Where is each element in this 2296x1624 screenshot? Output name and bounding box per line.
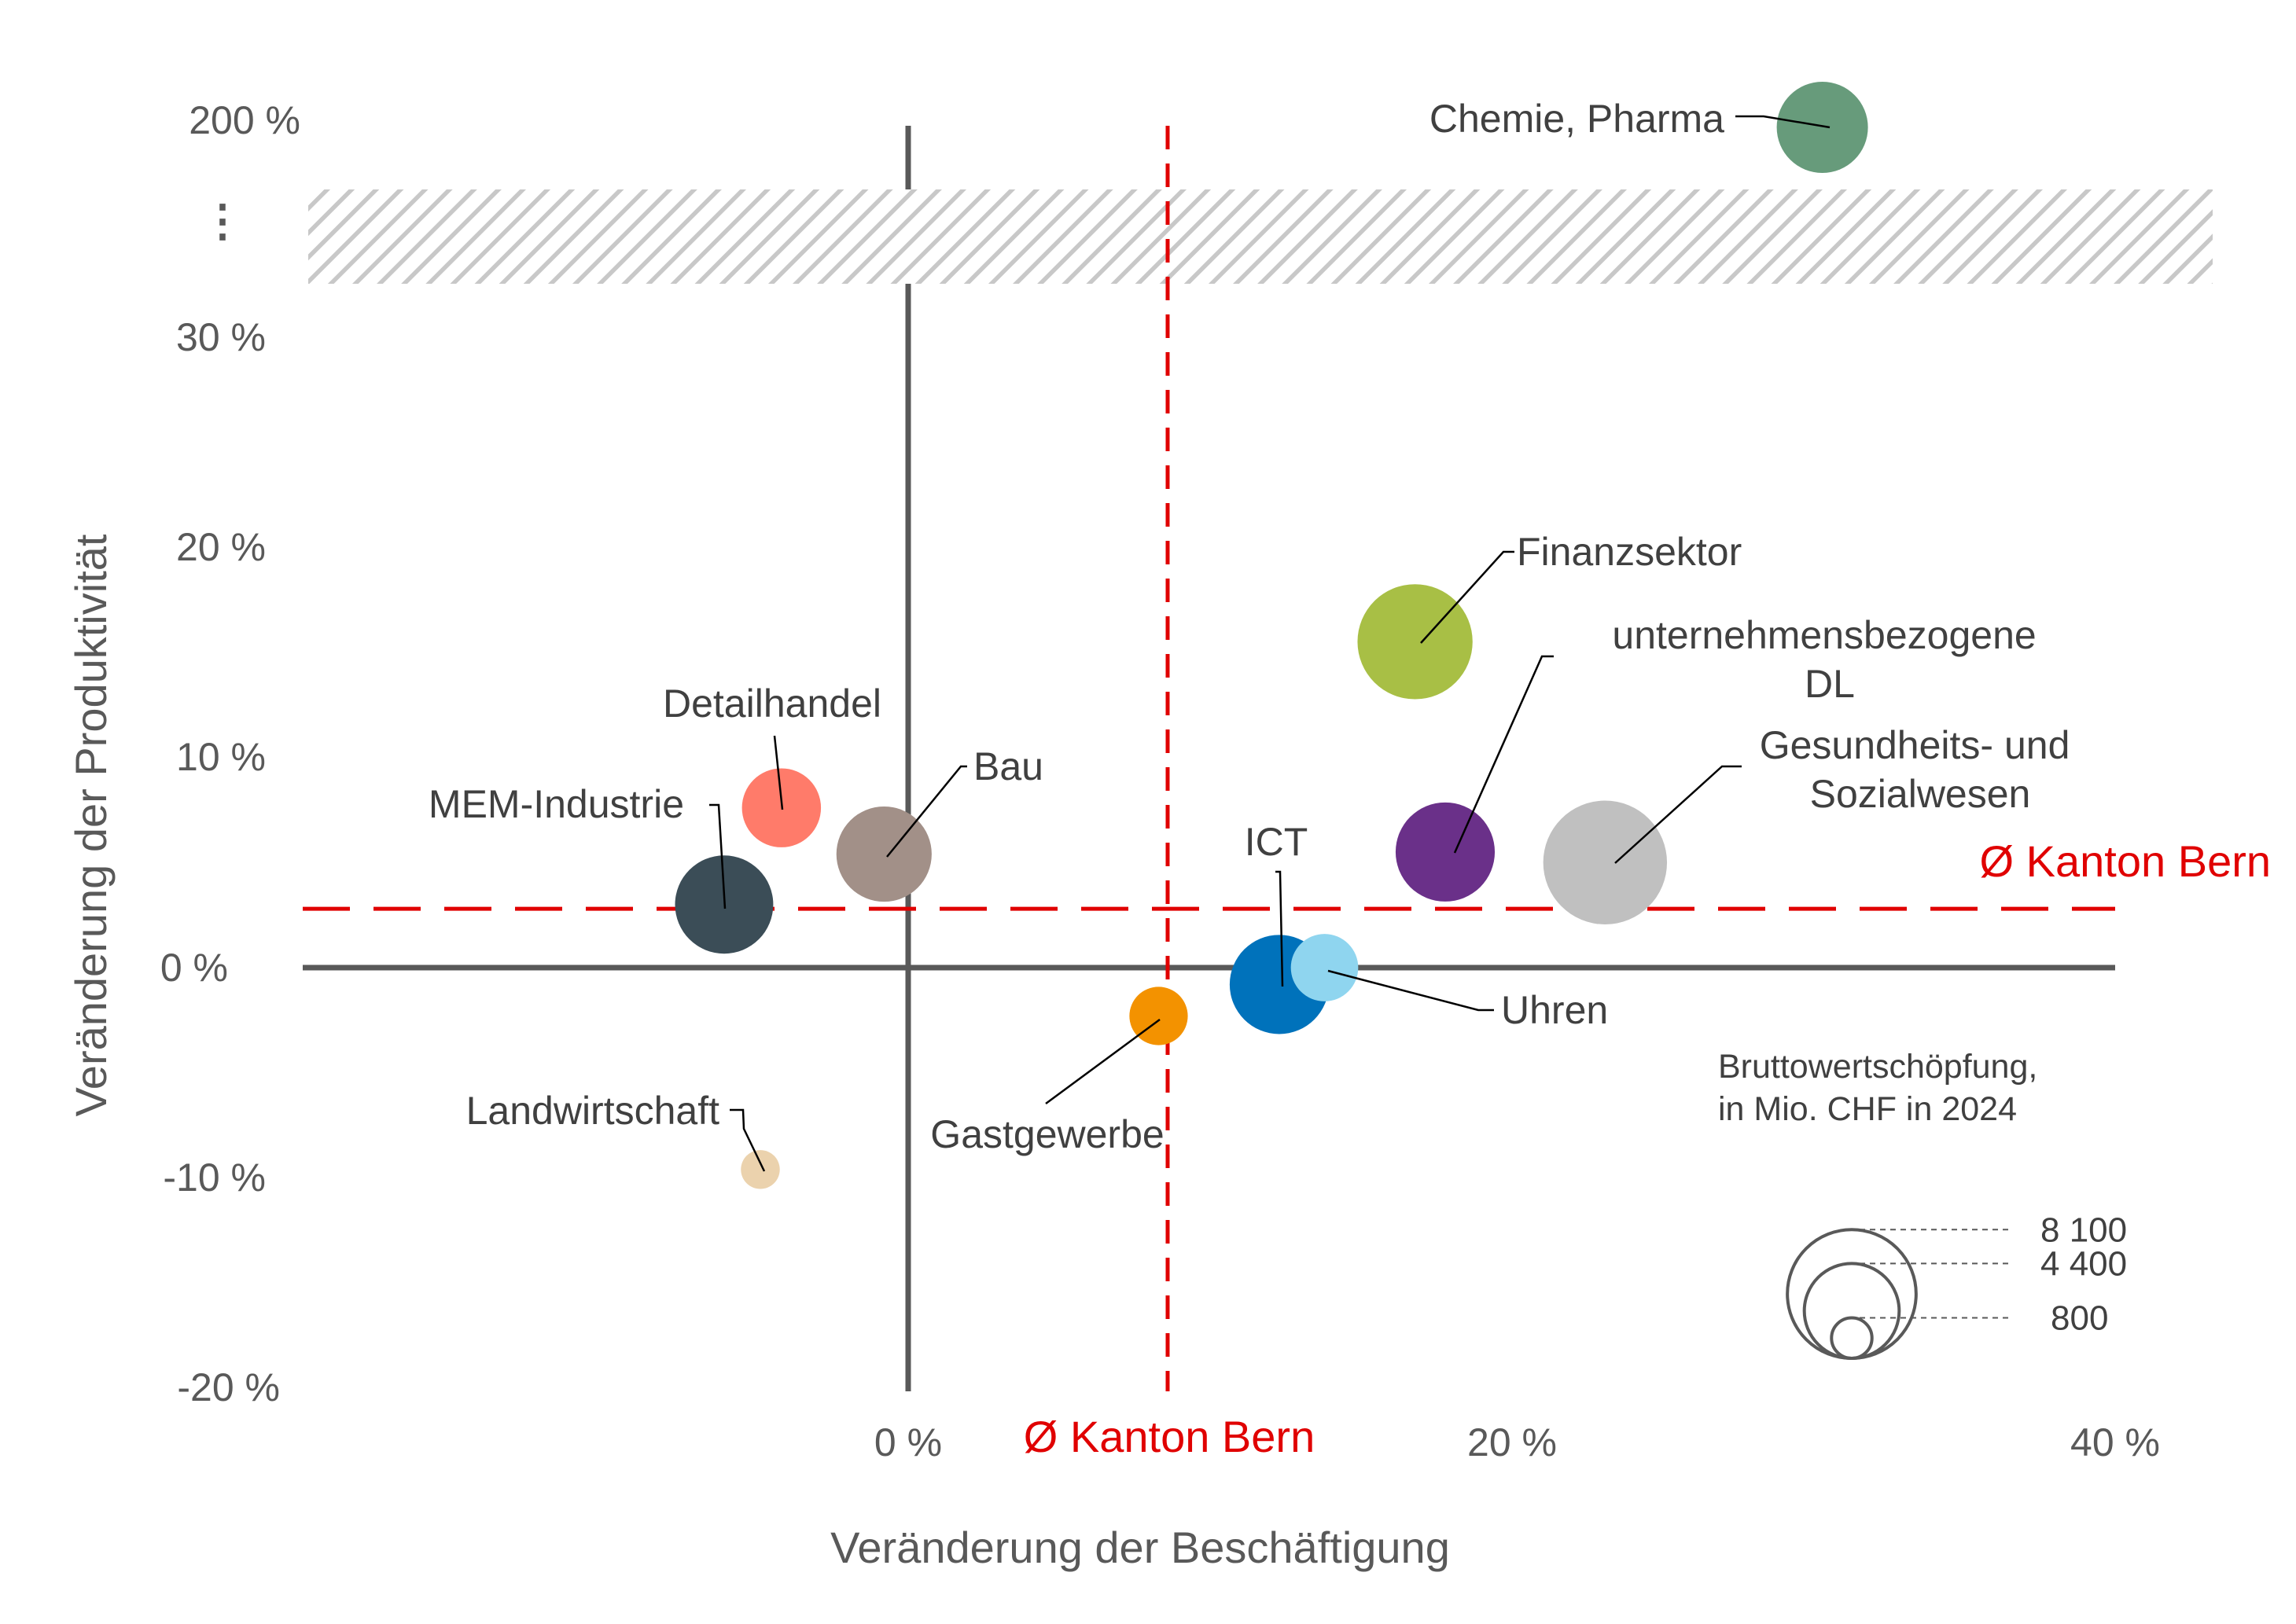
size-legend-circle-2 [1802, 1262, 1901, 1360]
leader-gesundheits-sozialwesen [1614, 765, 1742, 864]
size-legend-label-1: 8 100 [2040, 1211, 2127, 1249]
size-legend-label-2: 4 400 [2040, 1244, 2127, 1283]
label-finanzsektor: Finanzsektor [1517, 530, 1742, 574]
x-axis-title: Veränderung der Beschäftigung [830, 1523, 1450, 1572]
y-tick-200: 200 % [189, 98, 300, 142]
x-tick-20: 20 % [1467, 1420, 1557, 1464]
label-unternehmensbezogene-dl: unternehmensbezogene DL [1612, 613, 2047, 706]
y-tick-minus10: -10 % [163, 1156, 266, 1200]
label-detailhandel: Detailhandel [663, 682, 881, 726]
size-legend-circle-3 [1830, 1316, 1874, 1360]
average-productivity-label: Ø Kanton Bern [1980, 836, 2271, 886]
bubble-gesundheits-und-sozialwesen [1543, 800, 1668, 924]
label-ict: ICT [1245, 820, 1308, 864]
leader-landwirtschaft [730, 1108, 766, 1172]
label-uhren: Uhren [1501, 988, 1608, 1032]
label-landwirtschaft: Landwirtschaft [466, 1089, 719, 1133]
y-axis-title: Veränderung der Produktivität [66, 534, 116, 1116]
leader-bau [886, 765, 967, 858]
leader-lines [709, 115, 1831, 1172]
leader-unternehmensbezogene-dl [1453, 655, 1554, 854]
label-bau: Bau [973, 744, 1043, 788]
bubble-unternehmensbezogene-dl [1395, 802, 1496, 902]
leader-detailhandel [773, 735, 784, 810]
label-gesundheits-sozialwesen: Gesundheits- und Sozialwesen [1760, 723, 2081, 816]
y-tick-minus20: -20 % [177, 1365, 280, 1409]
y-axis-break-ellipsis: ⋮ [201, 196, 245, 245]
leader-finanzsektor [1420, 550, 1514, 644]
leader-mem-industrie [709, 803, 727, 909]
leader-ict [1275, 870, 1284, 987]
bubble-uhren [1290, 934, 1359, 1001]
size-legend: Bruttowertschöpfung, in Mio. CHF in 2024… [1718, 1048, 2127, 1361]
leader-uhren [1327, 969, 1494, 1012]
bubble-chemie-pharma [1776, 81, 1868, 174]
y-tick-30: 30 % [176, 315, 266, 359]
bubble-finanzsektor [1357, 584, 1473, 700]
bubble-layer [675, 81, 1868, 1189]
y-tick-0: 0 % [160, 946, 228, 990]
x-tick-0: 0 % [874, 1420, 942, 1464]
average-employment-label: Ø Kanton Bern [1024, 1412, 1315, 1461]
leader-chemie-pharma [1735, 115, 1831, 129]
y-tick-10: 10 % [176, 735, 266, 779]
label-mem-industrie: MEM-Industrie [429, 782, 684, 826]
label-gastgewerbe: Gastgewerbe [930, 1112, 1164, 1156]
label-chemie-pharma: Chemie, Pharma [1429, 97, 1724, 141]
axis-break-band [308, 189, 2213, 284]
y-tick-20: 20 % [176, 525, 266, 569]
leader-gastgewerbe [1045, 1018, 1161, 1105]
x-tick-40: 40 % [2070, 1420, 2160, 1464]
size-legend-label-3: 800 [2051, 1299, 2108, 1338]
size-legend-title: Bruttowertschöpfung, in Mio. CHF in 2024 [1718, 1048, 2047, 1128]
bubble-landwirtschaft [741, 1150, 780, 1189]
